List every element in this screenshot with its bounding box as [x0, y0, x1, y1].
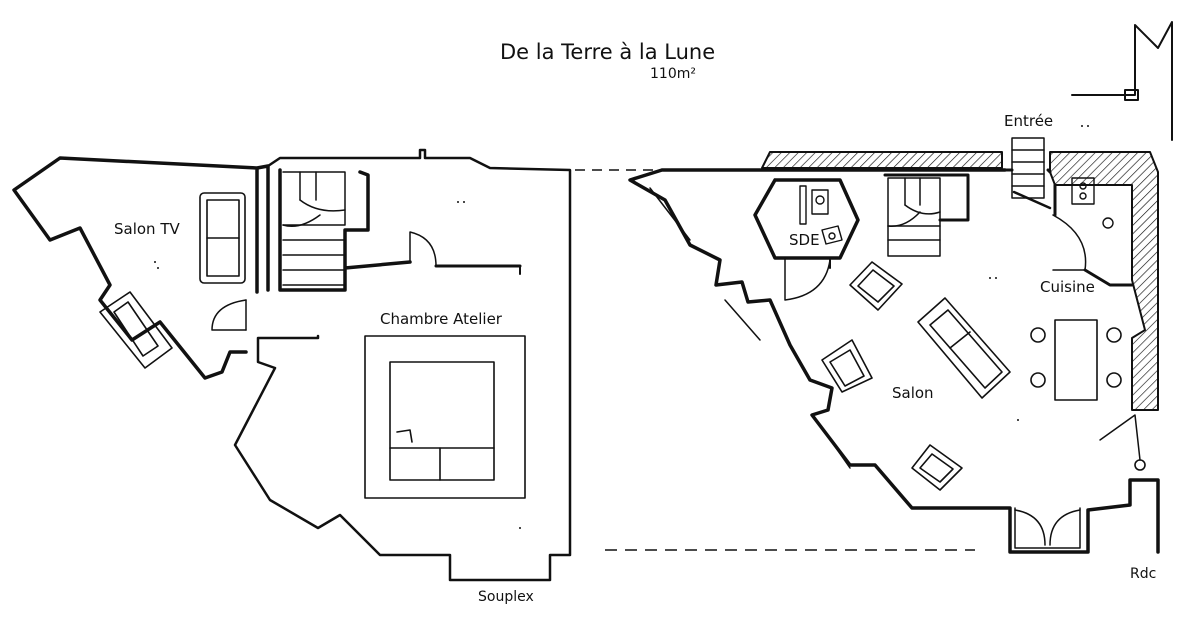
sofa-salon — [917, 297, 1011, 399]
room-label-cuisine: Cuisine — [1040, 278, 1095, 296]
top-wall-hatched — [761, 151, 1003, 169]
entrance-top — [1003, 168, 1052, 174]
plan-title: De la Terre à la Lune — [500, 40, 716, 64]
room-label-salon: Salon — [892, 384, 934, 402]
chambre-walls — [233, 148, 572, 582]
stair-enclosure — [278, 168, 412, 292]
plan-area: 110m² — [650, 66, 696, 82]
room-label-chambre-atelier: Chambre Atelier — [380, 310, 502, 328]
salon-tv-walls — [12, 156, 270, 380]
french-doors — [1014, 507, 1081, 549]
chambre-bed — [364, 335, 526, 499]
street-corner — [1071, 21, 1173, 141]
entrance-stairs — [1011, 137, 1052, 210]
diagonal-windows — [649, 187, 851, 469]
level-label-souplex: Souplex — [478, 589, 534, 605]
armchair-2 — [821, 339, 873, 393]
souplex-plan — [12, 148, 572, 582]
tiny-marks — [154, 125, 1089, 529]
right-wall-hatched — [1049, 151, 1159, 411]
level-label-rdc: Rdc — [1130, 566, 1157, 582]
stairs-left — [282, 171, 346, 286]
sofa-salon-tv — [199, 192, 246, 284]
room-label-entree: Entrée — [1004, 112, 1054, 130]
salon-walls — [628, 168, 1160, 554]
sink-icon — [1102, 217, 1114, 229]
armchair-3 — [911, 444, 963, 491]
stairs-right — [883, 173, 970, 257]
tv-unit — [99, 291, 173, 369]
stove-icon — [1071, 177, 1095, 205]
door-knob — [1134, 459, 1146, 471]
sde-fixtures — [799, 185, 843, 245]
room-label-sde: SDE — [789, 231, 820, 249]
kitchen-wall-lower — [1083, 268, 1134, 287]
sde-walls — [753, 178, 860, 260]
rdc-plan — [628, 21, 1173, 554]
sde-door — [784, 257, 831, 301]
dining-table — [1030, 319, 1122, 401]
armchair-1 — [849, 261, 903, 311]
kitchen-door — [1052, 214, 1087, 271]
side-door — [1099, 414, 1141, 461]
door-arc-salon-tv — [211, 299, 247, 331]
room-label-salon-tv: Salon TV — [114, 220, 180, 238]
door-arc-chambre — [409, 231, 437, 267]
